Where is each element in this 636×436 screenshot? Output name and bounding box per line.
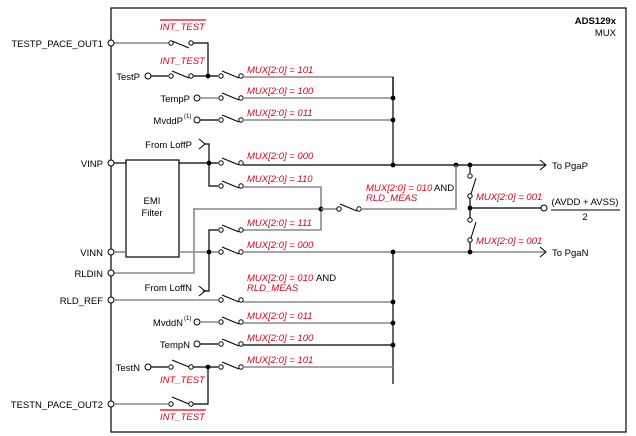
rld-meas-label-bottom: RLD_MEAS xyxy=(247,283,299,294)
mux101-n-label: MUX[2:0] = 101 xyxy=(247,355,313,366)
to-pgan-label: To PgaN xyxy=(552,248,589,259)
pin-rld-ref[interactable] xyxy=(107,296,115,304)
part-title: ADS129x xyxy=(575,16,617,27)
pin-vinn[interactable] xyxy=(107,248,115,256)
from-loffn-label: From LoffN xyxy=(145,283,192,294)
mux000-p-label: MUX[2:0] = 000 xyxy=(247,151,314,162)
mvddp-label: MvddP xyxy=(153,116,183,127)
from-loffp-label: From LoffP xyxy=(145,140,192,151)
int-test-label-bottom: INT_TEST xyxy=(160,375,206,386)
mux110-label: MUX[2:0] = 110 xyxy=(247,174,313,185)
pin-testp-pace-out1-label: TESTP_PACE_OUT1 xyxy=(11,39,103,50)
mux011-p-label: MUX[2:0] = 011 xyxy=(247,108,313,119)
mux-block-border xyxy=(110,7,627,433)
emi-filter-block xyxy=(125,159,180,258)
mvddn-superscript: (1) xyxy=(184,316,191,322)
emi-filter-line2: Filter xyxy=(141,208,162,219)
mux100-p-label: MUX[2:0] = 100 xyxy=(247,86,314,97)
int-test-bar-label-top: INT_TEST xyxy=(160,22,206,33)
to-pgap-label: To PgaP xyxy=(552,161,588,172)
mux010-rld-label-bottom: MUX[2:0] = 010 xyxy=(247,273,314,284)
pin-rldin[interactable] xyxy=(107,269,115,277)
mux000-n-label: MUX[2:0] = 000 xyxy=(247,240,314,251)
mux001-bottom-label: MUX[2:0] = 001 xyxy=(476,236,542,247)
and-label-top: AND xyxy=(434,183,454,194)
pin-testn-pace-out2-label: TESTN_PACE_OUT2 xyxy=(11,400,103,411)
pin-testn-pace-out2[interactable] xyxy=(107,400,115,408)
tempn-label: TempN xyxy=(160,340,190,351)
pin-vinp[interactable] xyxy=(107,159,115,167)
mux100-n-label: MUX[2:0] = 100 xyxy=(247,333,314,344)
tempp-label: TempP xyxy=(160,94,190,105)
mvddp-superscript: (1) xyxy=(184,114,191,120)
mux001-top-label: MUX[2:0] = 001 xyxy=(476,192,542,203)
testn-label: TestN xyxy=(116,363,140,374)
mid-supply-numerator: (AVDD + AVSS) xyxy=(552,197,619,208)
mid-supply-denominator: 2 xyxy=(582,212,587,223)
mux010-rld-label-top: MUX[2:0] = 010 xyxy=(366,183,433,194)
mux101-p-label: MUX[2:0] = 101 xyxy=(247,65,313,76)
testp-label: TestP xyxy=(116,72,140,83)
and-label-bottom: AND xyxy=(316,273,336,284)
pin-vinn-label: VINN xyxy=(80,248,103,259)
emi-filter-line1: EMI xyxy=(144,196,161,207)
rld-meas-label-top: RLD_MEAS xyxy=(366,193,418,204)
pin-testp-pace-out1[interactable] xyxy=(107,39,115,47)
pin-rld-ref-label: RLD_REF xyxy=(60,296,103,307)
int-test-bar-label-bottom: INT_TEST xyxy=(160,412,206,423)
mvddn-label: MvddN xyxy=(153,318,183,329)
pin-rldin-label: RLDIN xyxy=(74,269,103,280)
mux111-label: MUX[2:0] = 111 xyxy=(247,218,312,229)
block-title: MUX xyxy=(595,28,617,39)
int-test-label-top: INT_TEST xyxy=(160,56,206,67)
mux011-n-label: MUX[2:0] = 011 xyxy=(247,311,313,322)
pin-vinp-label: VINP xyxy=(81,159,103,170)
